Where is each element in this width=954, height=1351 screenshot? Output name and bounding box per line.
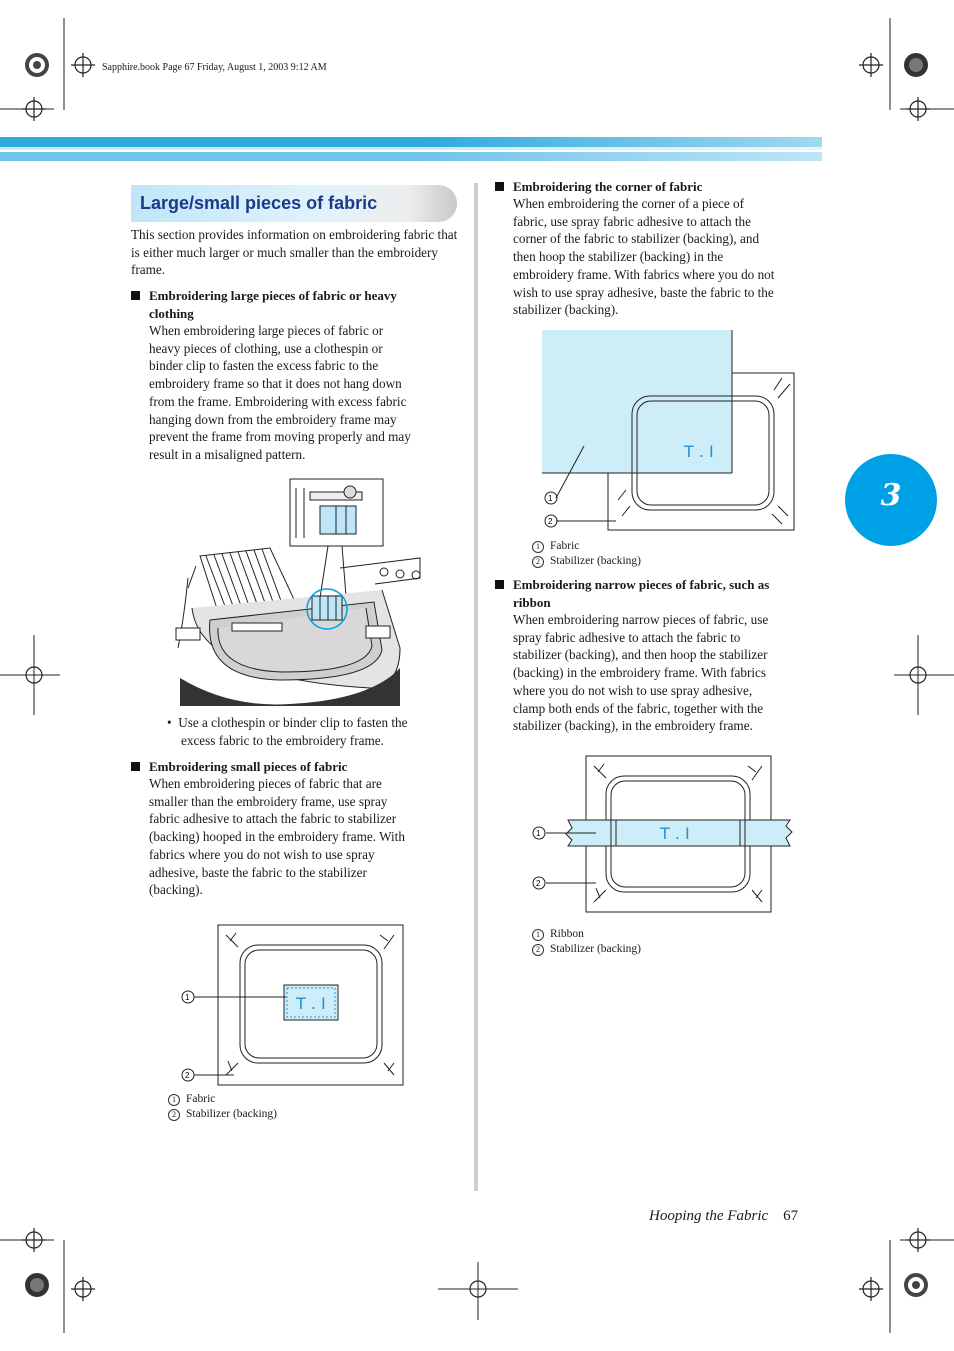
- figure-number-2: 2: [548, 517, 553, 526]
- body-line: fabric adhesive to attach the fabric to …: [149, 811, 397, 827]
- body-line: When embroidering large pieces of fabric…: [149, 323, 384, 338]
- caption-text: Stabilizer (backing): [550, 943, 642, 955]
- caption-text: Fabric: [550, 540, 580, 552]
- fabric-pattern-label: T . I: [659, 824, 690, 843]
- page-number: 67: [783, 1208, 799, 1224]
- clothespin-frame-illustration: [175, 478, 421, 706]
- body-line: embroidery frame. With fabrics where you…: [513, 266, 775, 282]
- section-title-bar: Large/small pieces of fabric: [131, 185, 457, 222]
- figure-number-1: 1: [548, 494, 553, 503]
- body-line: wish to use spray adhesive, baste the fa…: [513, 284, 774, 300]
- body-line: stabilizer (backing), and then hoop the …: [513, 647, 768, 663]
- body-line: fabric, use spray fabric adhesive to att…: [513, 213, 751, 229]
- large-fabric-heading: Embroidering large pieces of fabric or h…: [131, 287, 461, 322]
- body-line: hanging down from the embroidery frame m…: [149, 411, 397, 427]
- body-line: (backing) in the embroidery frame. With …: [513, 665, 766, 681]
- heading-text-cont: clothing: [149, 305, 194, 321]
- corner-figure-captions: 1 Fabric 2 Stabilizer (backing): [532, 539, 732, 569]
- body-line: fabrics where you do not wish to use spr…: [149, 846, 375, 862]
- heading-text: Embroidering large pieces of fabric or h…: [149, 288, 397, 303]
- caption-number: 1: [168, 1094, 180, 1106]
- large-fabric-body: When embroidering large pieces of fabric…: [149, 322, 464, 464]
- body-line: then hoop the stabilizer (backing) in th…: [513, 249, 724, 265]
- caption-text: Stabilizer (backing): [550, 555, 642, 567]
- fabric-pattern-label: T . I: [295, 994, 326, 1013]
- intro-text: This section provides information on emb…: [131, 227, 458, 278]
- square-bullet-icon: [495, 580, 504, 589]
- small-fabric-figure: 1 2 T . I: [181, 924, 404, 1086]
- column-divider: [474, 183, 478, 1191]
- body-line: (backing) hooped in the embroidery frame…: [149, 829, 405, 845]
- note-bullet: •: [167, 715, 172, 730]
- large-fabric-note: • Use a clothespin or binder clip to fas…: [167, 714, 467, 749]
- square-bullet-icon: [131, 762, 140, 771]
- heading-text: Embroidering small pieces of fabric: [149, 759, 348, 774]
- chapter-number: 3: [880, 478, 902, 513]
- body-line: where you do not wish to use spray adhes…: [513, 682, 753, 698]
- body-line: heavy pieces of clothing, use a clothesp…: [149, 340, 383, 356]
- heading-text: Embroidering the corner of fabric: [513, 179, 703, 194]
- figure-number-2: 2: [185, 1071, 190, 1080]
- body-line: corner of the fabric to stabilizer (back…: [513, 231, 760, 247]
- body-line: binder clip to fasten the excess fabric …: [149, 358, 379, 374]
- caption-number: 1: [532, 929, 544, 941]
- figure-number-1: 1: [185, 993, 190, 1002]
- body-line: embroidery frame so that it does not han…: [149, 376, 402, 392]
- heading-text-cont: ribbon: [513, 594, 551, 610]
- body-line: adhesive, baste the fabric to the stabil…: [149, 864, 367, 880]
- body-line: clamp both ends of the fabric, together …: [513, 700, 764, 716]
- body-line: prevent the frame from moving properly a…: [149, 429, 411, 445]
- body-line: result in a misaligned pattern.: [149, 446, 306, 462]
- section-title: Large/small pieces of fabric: [140, 193, 378, 213]
- ribbon-figure-captions: 1 Ribbon 2 Stabilizer (backing): [532, 927, 732, 957]
- caption-number: 2: [168, 1109, 180, 1121]
- chapter-tab: 3: [845, 454, 937, 546]
- square-bullet-icon: [495, 182, 504, 191]
- heading-text: Embroidering narrow pieces of fabric, su…: [513, 577, 770, 592]
- narrow-fabric-body: When embroidering narrow pieces of fabri…: [513, 611, 828, 735]
- fabric-pattern-label: T . I: [683, 442, 714, 461]
- body-line: (backing).: [149, 882, 203, 898]
- caption-text: Fabric: [186, 1093, 216, 1105]
- corner-fabric-body: When embroidering the corner of a piece …: [513, 195, 828, 319]
- body-line: spray fabric adhesive to attach the fabr…: [513, 629, 741, 645]
- narrow-fabric-heading: Embroidering narrow pieces of fabric, su…: [495, 576, 825, 611]
- page-footer: Hooping the Fabric 67: [649, 1208, 798, 1225]
- caption-number: 2: [532, 556, 544, 568]
- intro-paragraph: This section provides information on emb…: [131, 226, 461, 279]
- body-line: smaller than the embroidery frame, use s…: [149, 793, 388, 809]
- small-figure-captions: 1 Fabric 2 Stabilizer (backing): [168, 1092, 368, 1122]
- body-line: stabilizer (backing).: [513, 302, 619, 318]
- corner-fabric-heading: Embroidering the corner of fabric: [495, 178, 825, 196]
- square-bullet-icon: [131, 291, 140, 300]
- caption-text: Stabilizer (backing): [186, 1108, 278, 1120]
- figure-number-1: 1: [536, 829, 541, 838]
- note-text-cont: excess fabric to the embroidery frame.: [181, 732, 384, 748]
- body-line: stabilizer (backing), in the embroidery …: [513, 718, 753, 734]
- body-line: When embroidering pieces of fabric that …: [149, 776, 382, 791]
- figure-number-2: 2: [536, 879, 541, 888]
- caption-number: 2: [532, 944, 544, 956]
- note-text: Use a clothespin or binder clip to faste…: [178, 715, 408, 730]
- corner-fabric-figure: 1 2 T . I: [542, 330, 795, 531]
- ribbon-figure: 1 2 T . I: [532, 755, 793, 913]
- header-band-fade: [420, 137, 822, 161]
- print-header-meta: Sapphire.book Page 67 Friday, August 1, …: [102, 62, 327, 73]
- caption-number: 1: [532, 541, 544, 553]
- caption-text: Ribbon: [550, 928, 584, 940]
- body-line: When embroidering the corner of a piece …: [513, 196, 745, 211]
- body-line: from the frame. Embroidering with excess…: [149, 393, 407, 409]
- footer-title: Hooping the Fabric: [649, 1208, 769, 1224]
- small-fabric-heading: Embroidering small pieces of fabric: [131, 758, 461, 776]
- body-line: When embroidering narrow pieces of fabri…: [513, 612, 769, 627]
- small-fabric-body: When embroidering pieces of fabric that …: [149, 775, 464, 899]
